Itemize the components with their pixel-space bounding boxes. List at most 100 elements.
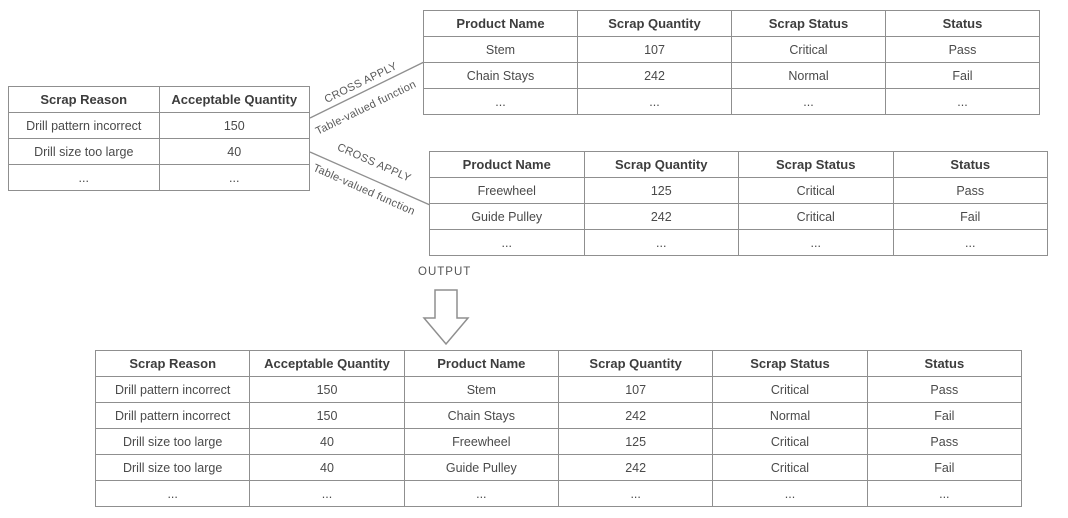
table-cell: ... [249,480,405,507]
table-header-cell: Status [892,151,1048,178]
table-header-cell: Acceptable Quantity [158,86,310,113]
table-cell: Normal [712,402,868,429]
table-cell: Freewheel [429,177,585,204]
table-cell: Drill pattern incorrect [94,376,251,403]
table-cell: Pass [892,177,1048,204]
table-cell: Fail [866,402,1023,429]
table-cell: ... [429,229,585,256]
table-cell: Normal [731,62,886,89]
table-header-cell: Scrap Status [738,151,894,178]
table-cell: 107 [557,376,714,403]
table-cell: ... [158,164,310,191]
table-cell: 125 [557,428,714,455]
table-header-cell: Acceptable Quantity [249,350,405,377]
table-header-cell: Product Name [429,151,585,178]
table-cell: Drill pattern incorrect [94,402,251,429]
table-header-cell: Scrap Status [731,10,886,37]
output-arrow-icon [422,289,470,346]
table-cell: ... [557,480,714,507]
table-header-cell: Scrap Quantity [577,10,732,37]
table-cell: 242 [557,454,714,481]
table-cell: Pass [866,428,1023,455]
table-cell: Critical [712,428,868,455]
table-cell: 40 [158,138,310,165]
table-header-cell: Scrap Reason [8,86,160,113]
table-cell: ... [712,480,868,507]
table-cell: ... [8,164,160,191]
table-cell: Pass [885,36,1040,63]
table-cell: Fail [885,62,1040,89]
tvf-label-top: Table-valued function [313,78,419,138]
table-row: ...... [8,164,310,191]
table-cell: 40 [249,428,405,455]
table-cell: Fail [892,203,1048,230]
table-cell: Chain Stays [403,402,559,429]
table-cell: Drill size too large [8,138,160,165]
table-header-cell: Scrap Quantity [583,151,739,178]
table-cell: Critical [712,454,868,481]
table-cell: Freewheel [403,428,559,455]
table-header-cell: Status [885,10,1040,37]
table-row: ............ [423,88,1040,115]
table-cell: ... [731,88,886,115]
table-cell: Stem [403,376,559,403]
table-cell: Critical [738,203,894,230]
table-header-cell: Scrap Quantity [557,350,714,377]
table-cell: 242 [557,402,714,429]
table-cell: Pass [866,376,1023,403]
table-header-cell: Product Name [423,10,578,37]
table-header-cell: Scrap Status [712,350,868,377]
table-cell: ... [403,480,559,507]
table-row: .................. [94,480,1023,507]
table-cell: Critical [738,177,894,204]
table-header-cell: Scrap Reason [94,350,251,377]
table-cell: ... [866,480,1023,507]
table-cell: Critical [731,36,886,63]
table-cell: ... [892,229,1048,256]
table-cell: 40 [249,454,405,481]
table-cell: 125 [583,177,739,204]
table-header-cell: Status [866,350,1023,377]
table-cell: Drill pattern incorrect [8,112,160,139]
table-cell: Stem [423,36,578,63]
table-header-cell: Product Name [403,350,559,377]
table-cell: Chain Stays [423,62,578,89]
table-cell: 107 [577,36,732,63]
table-cell: Drill size too large [94,428,251,455]
table-cell: ... [738,229,894,256]
table-cell: ... [94,480,251,507]
table-cell: ... [583,229,739,256]
table-cell: ... [885,88,1040,115]
table-cell: 150 [249,376,405,403]
table-cell: 150 [249,402,405,429]
table-cell: Guide Pulley [403,454,559,481]
output-label: OUTPUT [418,266,472,278]
table-cell: ... [423,88,578,115]
table-cell: 150 [158,112,310,139]
table-cell: ... [577,88,732,115]
table-cell: 242 [577,62,732,89]
table-cell: Fail [866,454,1023,481]
table-row: ............ [429,229,1048,256]
table-cell: Guide Pulley [429,203,585,230]
table-cell: Drill size too large [94,454,251,481]
